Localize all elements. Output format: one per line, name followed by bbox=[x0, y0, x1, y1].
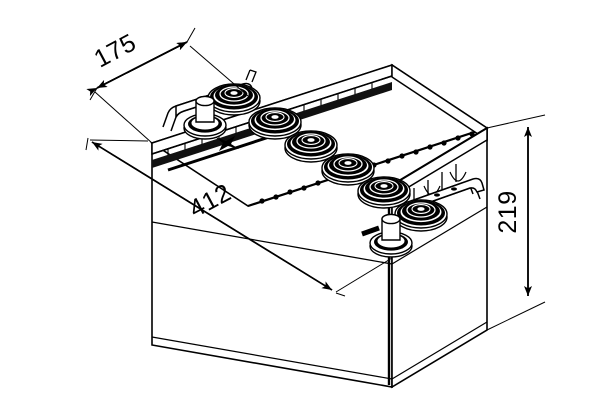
case-moulding-line bbox=[151, 221, 393, 265]
case-base-line bbox=[151, 336, 393, 380]
polarity-marker-positive bbox=[215, 136, 239, 151]
cell-cap bbox=[207, 83, 261, 116]
cell-cap bbox=[394, 199, 448, 232]
polarity-marker-negative bbox=[361, 225, 380, 237]
dimension-175-label: 175 bbox=[90, 28, 141, 73]
case-base-line-right bbox=[391, 321, 488, 380]
case-moulding-line-right bbox=[391, 206, 488, 265]
dimension-219-label: 219 bbox=[494, 190, 522, 233]
cell-cap bbox=[284, 130, 338, 163]
cell-cap bbox=[357, 176, 411, 209]
dimension-219: 219 bbox=[486, 114, 546, 331]
